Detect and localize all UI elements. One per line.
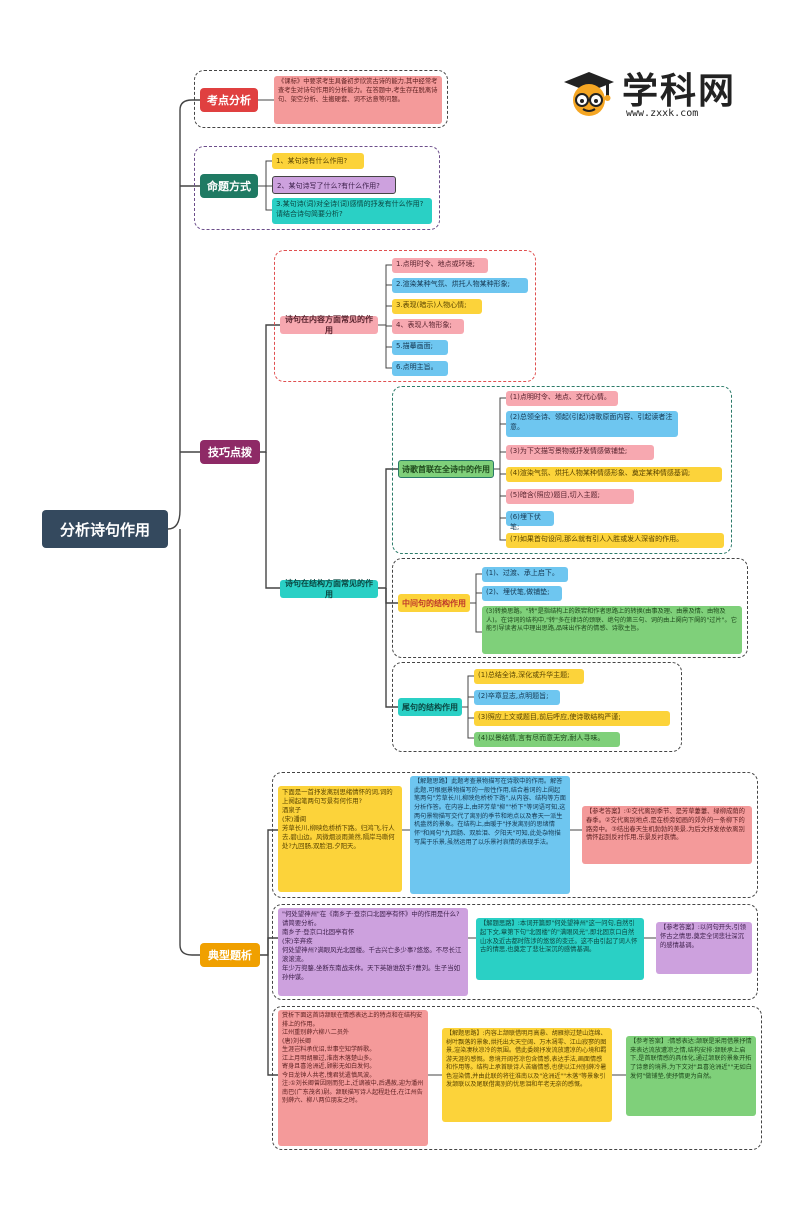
weiju-item-3: (3)照应上文或题目,前后呼应,使诗歌结构严谨; [474, 711, 670, 726]
shouju-item-3: (3)为下文描写景物或抒发情感做铺垫; [506, 445, 654, 460]
example-3-question: 赏析下面这首诗颔联在情感表达上的特点和在结构安排上的作用。 江州重别薛六柳八二员… [278, 1010, 428, 1146]
shouju-node: 诗歌首联在全诗中的作用 [398, 460, 494, 478]
shouju-item-6: (6)埋下伏笔; [506, 511, 554, 531]
dianxing-node: 典型题析 [200, 943, 260, 967]
mingti-item-1: 1、某句诗有什么作用? [272, 153, 364, 169]
shouju-item-5: (5)暗含(照应)题目,切入主题; [506, 489, 634, 504]
root-node: 分析诗句作用 [42, 510, 168, 548]
mingti-item-3: 3.某句诗(词)对全诗(词)感情的抒发有什么作用?请结合诗句简要分析? [272, 198, 432, 224]
example-1-group [272, 772, 758, 898]
example-3-group [272, 1006, 762, 1150]
zhongjian-item-1: (1)、过渡、承上启下。 [482, 567, 568, 582]
zhongjian-item-2: (2)、埋伏笔,做铺垫; [482, 586, 562, 601]
weiju-item-1: (1)总结全诗,深化或升华主题; [474, 669, 584, 684]
brand-logo: 学科网 www.zxxk.com [560, 62, 750, 126]
example-1-analysis: 【解题思路】此题考查景物描写在诗歌中的作用。解答此题,可根据景物描写的一般性作用… [410, 776, 570, 894]
shouju-item-2: (2)总领全诗、领起(引起)诗歌原面内容、引起读者注意。 [506, 411, 678, 437]
neirong-group [274, 250, 536, 382]
mingti-node: 命题方式 [200, 174, 258, 198]
weiju-item-4: (4)以景结情,言有尽而意无穷,耐人寻味。 [474, 732, 620, 747]
example-2-analysis: 【解题思路】:本词开篇即"何处望神州"这一问句,自然引起下文,章第下句"北固楼"… [476, 918, 644, 980]
weiju-node: 尾句的结构作用 [398, 698, 462, 716]
shouju-item-7: (7)如果首句设问,那么就有引人入胜或发人深省的作用。 [506, 533, 724, 548]
mingti-group [194, 146, 440, 230]
example-2-question: "何处望神州"在《南乡子·登京口北固亭有怀》中的作用是什么?请简要分析。 南乡子… [278, 908, 468, 996]
example-3-analysis: 【解题思路】:内容上颔联借明月高悬、胡雁掠过楚山连绵、树叶飘落的景象,烘托出大天… [442, 1028, 612, 1122]
logo-brand-text: 学科网 [622, 71, 737, 112]
neirong-item-3: 3.表现(暗示)人物心情; [392, 299, 482, 314]
jiegou-node: 诗句在结构方面常见的作用 [280, 579, 378, 599]
neirong-item-1: 1.点明时令、地点或环境; [392, 258, 488, 273]
example-2-group [272, 904, 758, 1000]
neirong-node: 诗句在内容方面常见的作用 [280, 315, 378, 335]
zhongjian-node: 中间句的结构作用 [398, 594, 470, 612]
zhongjian-group [392, 558, 748, 658]
kaodian-group [194, 70, 448, 128]
example-3-answer: 【参考答案】:情感表达:颔联是采用借景抒情来表达流放遭凉之情,结构安排:颔联承上… [626, 1036, 756, 1116]
example-1-question: 下面是一首抒发离别思绪情怀的词,词的上阕起笔两句写景有何作用? 酒泉子 (宋)潘… [278, 786, 402, 892]
mingti-item-2: 2、某句诗写了什么?有什么作用? [272, 176, 396, 194]
neirong-item-5: 5.描摹画面; [392, 340, 448, 355]
shouju-item-1: (1)点明时令、地点、交代心情。 [506, 391, 618, 406]
shouju-group [392, 386, 732, 554]
shouju-item-4: (4)渲染气氛、烘托人物某种情感形象、奠定某种情感基调; [506, 467, 722, 482]
neirong-item-2: 2.渲染某种气氛、烘托人物某种形象; [392, 278, 528, 293]
jiqiao-node: 技巧点拨 [200, 440, 260, 464]
example-2-answer: 【参考答案】:以问句开头,引领怀古之情思,奠定全词悲壮深沉的感情基调。 [656, 922, 752, 974]
logo-url: www.zxxk.com [626, 108, 699, 119]
neirong-item-4: 4、表现人物形象; [392, 319, 464, 334]
kaodian-text: 《课标》中要求考生具备初步欣赏古诗的能力,其中经常考查考生对诗句作用的分析能力。… [274, 76, 442, 124]
weiju-group [392, 662, 682, 752]
neirong-item-6: 6.点明主旨。 [392, 361, 448, 376]
mortarboard-icon [564, 72, 614, 116]
zhongjian-item-3: (3)转换思路。"转"是指结构上的跌宕和作者思路上的转换(由事及理、由景及情、由… [482, 606, 742, 654]
kaodian-node: 考点分析 [200, 88, 258, 112]
example-1-answer: 【参考答案】:①交代离别季节、是芳草萋萋、绿柳成荫的春季。②交代离别地点,是在桥… [582, 806, 752, 864]
weiju-item-2: (2)卒章显志,点明题旨; [474, 690, 560, 705]
